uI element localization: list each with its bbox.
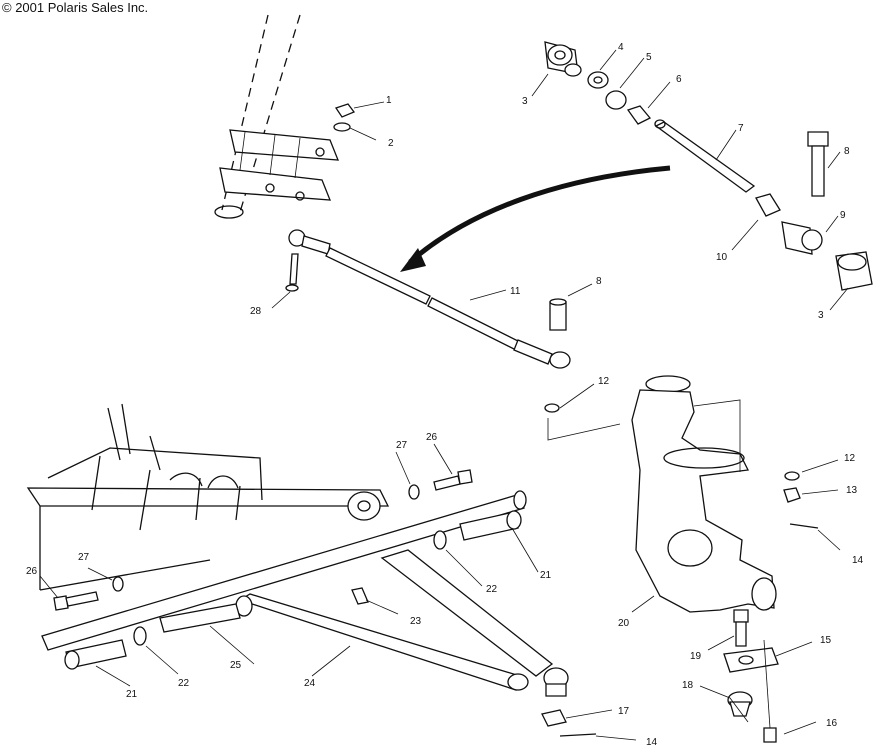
frame-mount-bushing bbox=[347, 491, 381, 521]
callout-4: 4 bbox=[618, 42, 624, 53]
callout-18: 18 bbox=[682, 680, 694, 691]
washer-part12-right bbox=[784, 471, 800, 481]
sleeve-part21-left bbox=[64, 639, 127, 670]
callout-3-lower: 3 bbox=[818, 310, 824, 321]
callout-26-left: 26 bbox=[26, 566, 38, 577]
washer-part12-left bbox=[544, 403, 560, 413]
callout-9: 9 bbox=[840, 210, 846, 221]
callout-16: 16 bbox=[826, 718, 838, 729]
adjuster-nut-part6 bbox=[626, 105, 652, 125]
callout-8-upper: 8 bbox=[844, 146, 850, 157]
callout-6: 6 bbox=[676, 74, 682, 85]
callout-1: 1 bbox=[386, 95, 392, 106]
a-arm-part24 bbox=[41, 490, 554, 691]
callout-21-left: 21 bbox=[126, 689, 138, 700]
callout-14-right: 14 bbox=[852, 555, 864, 566]
callout-15: 15 bbox=[820, 635, 832, 646]
bolt-part26-left bbox=[53, 591, 99, 611]
callout-27-left: 27 bbox=[78, 552, 90, 563]
callout-2: 2 bbox=[388, 138, 394, 149]
callout-19: 19 bbox=[690, 651, 702, 662]
callout-13: 13 bbox=[846, 485, 858, 496]
callout-3-upper: 3 bbox=[522, 96, 528, 107]
callout-10: 10 bbox=[716, 252, 728, 263]
callout-26-right: 26 bbox=[426, 432, 438, 443]
copyright-notice: © 2001 Polaris Sales Inc. bbox=[2, 0, 149, 15]
callout-12-left: 12 bbox=[598, 376, 610, 387]
callout-22-left: 22 bbox=[178, 678, 190, 689]
callout-25: 25 bbox=[230, 660, 242, 671]
grease-fitting-part23 bbox=[351, 587, 369, 605]
tie-rod-end-part9 bbox=[781, 221, 823, 255]
jam-nut-part10 bbox=[755, 193, 781, 217]
callout-11: 11 bbox=[510, 286, 521, 297]
jam-nut-part4 bbox=[587, 71, 609, 89]
bolt-part16 bbox=[763, 727, 777, 743]
callout-labels: 1 2 3 4 5 6 7 8 9 10 3 11 8 28 12 12 13 … bbox=[26, 42, 864, 748]
callout-21-right: 21 bbox=[540, 570, 552, 581]
callout-20: 20 bbox=[618, 618, 630, 629]
tie-rod-tube-part7 bbox=[654, 119, 756, 193]
bolt-part19 bbox=[733, 609, 749, 647]
pitman-nut bbox=[334, 103, 356, 118]
cotter-pin-part14-right bbox=[789, 523, 819, 529]
tie-rod-end-upper bbox=[544, 41, 582, 77]
pivot-tube-part25 bbox=[159, 603, 241, 633]
tie-rod-part11 bbox=[288, 229, 571, 369]
callout-17: 17 bbox=[618, 706, 630, 717]
steering-post bbox=[214, 14, 339, 219]
bushing-part22-left bbox=[133, 626, 147, 646]
callout-5: 5 bbox=[646, 52, 652, 63]
washer-part27-left bbox=[112, 576, 124, 592]
callout-24: 24 bbox=[304, 678, 316, 689]
callout-8-middle: 8 bbox=[596, 276, 602, 287]
washer-part27-right bbox=[408, 484, 420, 500]
cotter-pin-part14-lower bbox=[559, 733, 597, 737]
bushing-part22-right bbox=[433, 530, 447, 550]
nut-part17 bbox=[541, 709, 567, 727]
callout-12-right: 12 bbox=[844, 453, 856, 464]
direction-arrow bbox=[400, 165, 671, 272]
leader-lines bbox=[39, 49, 849, 741]
bolt-part28 bbox=[285, 253, 299, 292]
plate-part15 bbox=[723, 647, 779, 673]
callout-7-upper: 7 bbox=[738, 123, 744, 134]
bolt-part8-upper bbox=[807, 131, 829, 197]
callout-23: 23 bbox=[410, 616, 422, 627]
sleeve-part21-right bbox=[459, 510, 522, 541]
spindle-part20 bbox=[631, 375, 777, 613]
pitman-washer bbox=[333, 122, 351, 132]
callout-22-right: 22 bbox=[486, 584, 498, 595]
jam-nut-part5 bbox=[605, 90, 627, 110]
callout-28: 28 bbox=[250, 306, 262, 317]
bushing-part8-middle bbox=[549, 298, 567, 331]
rod-end-bushing-lower bbox=[835, 251, 873, 291]
ball-joint-stud bbox=[543, 667, 569, 697]
callout-27-right: 27 bbox=[396, 440, 408, 451]
nut-part13 bbox=[783, 487, 801, 503]
frame-section bbox=[26, 403, 390, 591]
ball-joint-part18 bbox=[727, 691, 753, 717]
bolt-part26-right bbox=[433, 469, 473, 491]
callout-14-lower: 14 bbox=[646, 737, 658, 748]
